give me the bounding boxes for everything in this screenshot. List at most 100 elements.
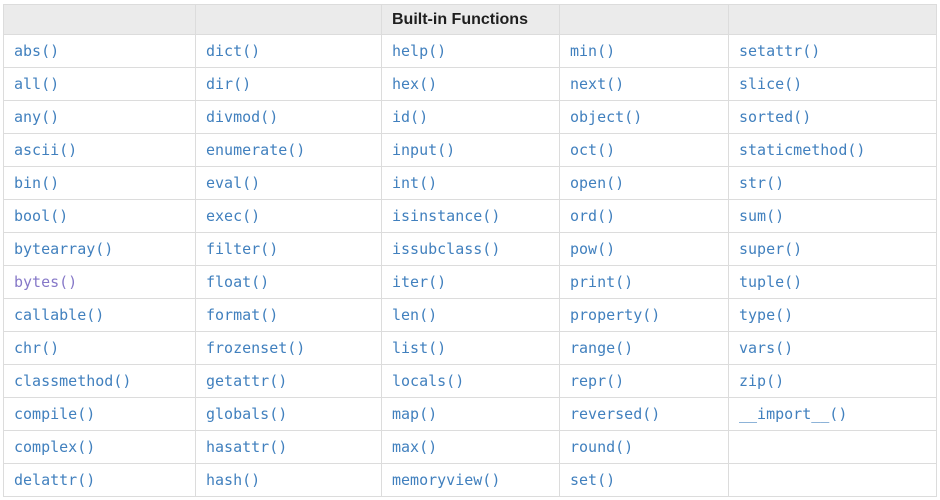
function-link[interactable]: frozenset() (206, 338, 306, 357)
function-link[interactable]: __import__() (739, 404, 848, 423)
function-cell: issubclass() (381, 232, 560, 266)
function-cell: format() (195, 298, 382, 332)
function-link[interactable]: min() (570, 41, 616, 60)
table-header-row: Built-in Functions (3, 4, 937, 35)
function-cell: iter() (381, 265, 560, 299)
table-row: chr() frozenset() list() range() vars() (3, 331, 937, 365)
function-cell: object() (559, 100, 729, 134)
function-link[interactable]: next() (570, 74, 625, 93)
function-link[interactable]: super() (739, 239, 803, 258)
function-link[interactable]: round() (570, 437, 634, 456)
function-link[interactable]: print() (570, 272, 634, 291)
function-link[interactable]: help() (392, 41, 447, 60)
function-cell: abs() (3, 34, 196, 68)
function-cell: locals() (381, 364, 560, 398)
header-cell-empty-1 (3, 4, 196, 35)
function-link[interactable]: slice() (739, 74, 803, 93)
function-link[interactable]: pow() (570, 239, 616, 258)
function-link[interactable]: hasattr() (206, 437, 288, 456)
function-link[interactable]: type() (739, 305, 794, 324)
function-link[interactable]: bytes() (14, 272, 78, 291)
function-cell: oct() (559, 133, 729, 167)
function-link[interactable]: list() (392, 338, 447, 357)
function-link[interactable]: iter() (392, 272, 447, 291)
function-link[interactable]: open() (570, 173, 625, 192)
function-link[interactable]: exec() (206, 206, 261, 225)
header-cell-empty-2 (195, 4, 382, 35)
function-cell: delattr() (3, 463, 196, 497)
function-link[interactable]: dir() (206, 74, 252, 93)
function-link[interactable]: int() (392, 173, 438, 192)
function-link[interactable]: isinstance() (392, 206, 501, 225)
function-cell: super() (728, 232, 937, 266)
function-cell: int() (381, 166, 560, 200)
function-link[interactable]: getattr() (206, 371, 288, 390)
function-link[interactable]: eval() (206, 173, 261, 192)
function-link[interactable]: any() (14, 107, 60, 126)
function-cell: memoryview() (381, 463, 560, 497)
function-link[interactable]: abs() (14, 41, 60, 60)
function-link[interactable]: set() (570, 470, 616, 489)
function-link[interactable]: compile() (14, 404, 96, 423)
function-link[interactable]: staticmethod() (739, 140, 866, 159)
function-cell: eval() (195, 166, 382, 200)
function-cell: zip() (728, 364, 937, 398)
function-link[interactable]: classmethod() (14, 371, 132, 390)
table-row: abs() dict() help() min() setattr() (3, 34, 937, 68)
function-link[interactable]: issubclass() (392, 239, 501, 258)
function-link[interactable]: hex() (392, 74, 438, 93)
function-link[interactable]: enumerate() (206, 140, 306, 159)
function-link[interactable]: divmod() (206, 107, 279, 126)
function-link[interactable]: bool() (14, 206, 69, 225)
function-link[interactable]: str() (739, 173, 785, 192)
function-link[interactable]: callable() (14, 305, 105, 324)
function-link[interactable]: sorted() (739, 107, 812, 126)
function-link[interactable]: repr() (570, 371, 625, 390)
function-link[interactable]: globals() (206, 404, 288, 423)
function-link[interactable]: input() (392, 140, 456, 159)
function-cell: next() (559, 67, 729, 101)
function-link[interactable]: complex() (14, 437, 96, 456)
function-cell: dict() (195, 34, 382, 68)
function-link[interactable]: setattr() (739, 41, 821, 60)
function-link[interactable]: float() (206, 272, 270, 291)
function-link[interactable]: len() (392, 305, 438, 324)
function-link[interactable]: filter() (206, 239, 279, 258)
function-link[interactable]: id() (392, 107, 429, 126)
function-link[interactable]: memoryview() (392, 470, 501, 489)
function-cell: property() (559, 298, 729, 332)
function-link[interactable]: dict() (206, 41, 261, 60)
function-cell: help() (381, 34, 560, 68)
function-link[interactable]: bin() (14, 173, 60, 192)
function-link[interactable]: all() (14, 74, 60, 93)
function-link[interactable]: hash() (206, 470, 261, 489)
function-link[interactable]: ascii() (14, 140, 78, 159)
table-row: classmethod() getattr() locals() repr() zip(… (3, 364, 937, 398)
function-link[interactable]: locals() (392, 371, 465, 390)
function-link[interactable]: ord() (570, 206, 616, 225)
function-link[interactable]: sum() (739, 206, 785, 225)
table-row: complex() hasattr() max() round() (3, 430, 937, 464)
function-link[interactable]: vars() (739, 338, 794, 357)
function-link[interactable]: object() (570, 107, 643, 126)
function-link[interactable]: zip() (739, 371, 785, 390)
function-link[interactable]: reversed() (570, 404, 661, 423)
function-link[interactable]: map() (392, 404, 438, 423)
function-link[interactable]: delattr() (14, 470, 96, 489)
function-link[interactable]: range() (570, 338, 634, 357)
function-link[interactable]: oct() (570, 140, 616, 159)
function-link[interactable]: bytearray() (14, 239, 114, 258)
function-link[interactable]: tuple() (739, 272, 803, 291)
function-link[interactable]: format() (206, 305, 279, 324)
function-cell: __import__() (728, 397, 937, 431)
function-cell: open() (559, 166, 729, 200)
function-cell: ord() (559, 199, 729, 233)
empty-cell (728, 430, 937, 464)
function-link[interactable]: chr() (14, 338, 60, 357)
function-link[interactable]: property() (570, 305, 661, 324)
function-cell: pow() (559, 232, 729, 266)
function-cell: enumerate() (195, 133, 382, 167)
table-row: bytes() float() iter() print() tuple() (3, 265, 937, 299)
function-link[interactable]: max() (392, 437, 438, 456)
function-cell: hasattr() (195, 430, 382, 464)
